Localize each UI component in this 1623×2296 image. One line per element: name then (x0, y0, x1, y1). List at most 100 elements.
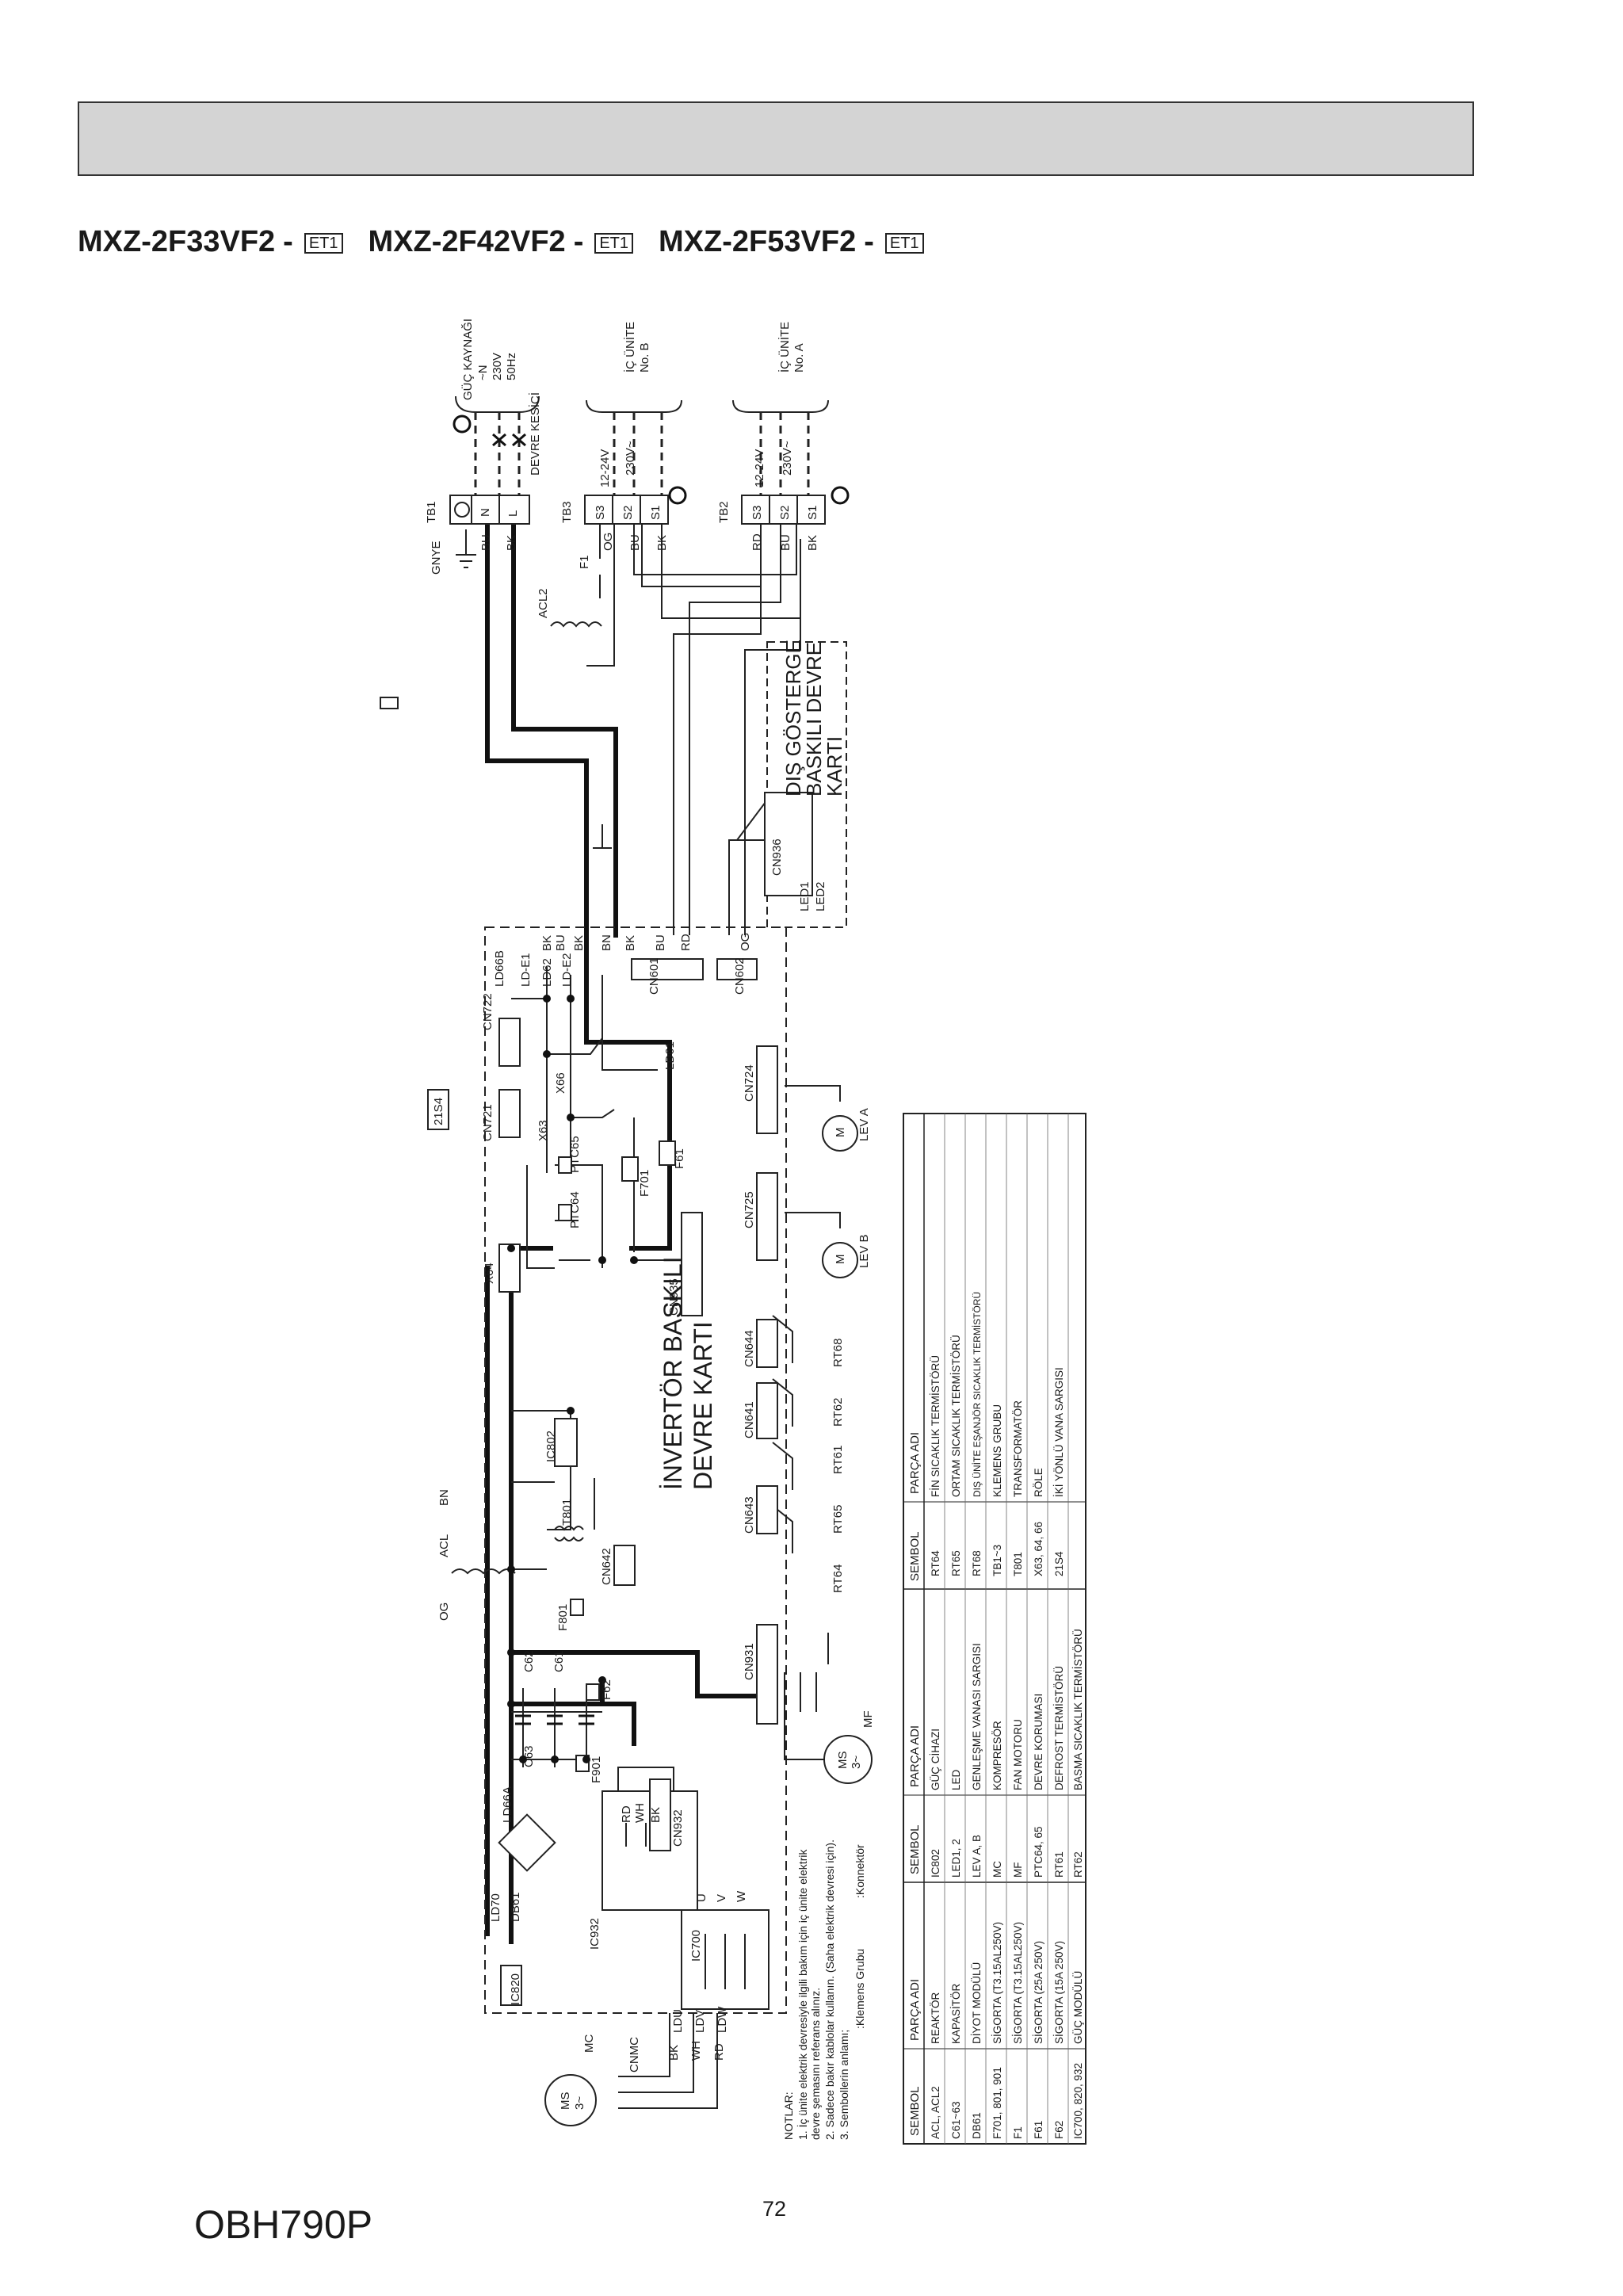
model-name: MXZ-2F33VF2 (78, 224, 276, 258)
ld66b-label: LD66B (493, 950, 506, 987)
svg-text:TRANSFORMATÖR: TRANSFORMATÖR (1012, 1400, 1024, 1497)
acl-label: ACL (437, 1534, 451, 1557)
cnmc-label: CNMC (628, 2037, 641, 2073)
wire-rd: RD (620, 1805, 633, 1823)
cn643-connector (756, 1485, 778, 1534)
cn936-connector (764, 792, 813, 896)
svg-text:İKİ YÖNLÜ VANA SARGISI: İKİ YÖNLÜ VANA SARGISI (1053, 1367, 1065, 1497)
ms-comp-phase: 3~ (573, 2096, 586, 2110)
cn722-connector (498, 1018, 521, 1067)
ld61-label: LD61 (663, 1041, 677, 1070)
note-2: 2. Sadece bakır kablolar kullanın. (Saha… (823, 1839, 836, 2140)
f701-fuse (621, 1156, 639, 1182)
svg-text:RÖLE: RÖLE (1033, 1468, 1044, 1497)
table-header: SEMBOL (908, 2086, 922, 2136)
pin-w: W (735, 1890, 748, 1902)
svg-text:DİYOT MODÜLÜ: DİYOT MODÜLÜ (971, 1962, 983, 2044)
svg-text:X63, 64, 66: X63, 64, 66 (1033, 1522, 1044, 1576)
parts-table: SEMBOL PARÇA ADI SEMBOL PARÇA ADI SEMBOL… (903, 1113, 1086, 2145)
model-title-line: MXZ-2F33VF2 - ET1 MXZ-2F42VF2 - ET1 MXZ-… (78, 224, 949, 259)
header-band (78, 101, 1474, 176)
table-header: PARÇA ADI (908, 1725, 922, 1787)
ic802-chip (554, 1418, 578, 1467)
wire-og: OG (739, 933, 752, 951)
svg-text:RT62: RT62 (1072, 1851, 1084, 1878)
db61-label: DB61 (509, 1892, 522, 1922)
svg-text:LED: LED (950, 1769, 962, 1790)
db61-bridge (498, 1813, 556, 1872)
21s4-coil (427, 1089, 449, 1130)
power-supply-label: GÜÇ KAYNAĞI (460, 319, 475, 400)
f801-label: F801 (556, 1604, 570, 1631)
inverter-components (380, 697, 813, 2006)
svg-text:SİGORTA (25A 250V): SİGORTA (25A 250V) (1033, 1941, 1044, 2044)
ac-label-a: 230V~ (781, 441, 794, 476)
cn642-label: CN642 (600, 1548, 613, 1585)
junction-dots (507, 995, 638, 1763)
m-label: M (834, 1128, 847, 1138)
wire-og: OG (601, 533, 615, 551)
tb3-s2: S2 (621, 506, 635, 520)
ldv-label: LDV (693, 2010, 707, 2033)
svg-text:21S4: 21S4 (1053, 1551, 1065, 1576)
tb2-label: TB2 (717, 501, 731, 523)
svg-text:IC802: IC802 (930, 1849, 941, 1878)
svg-text:BASMA SICAKLIK TERMİSTÖRÜ: BASMA SICAKLIK TERMİSTÖRÜ (1072, 1629, 1084, 1790)
ic820-chip (500, 1965, 522, 2006)
cn721-connector (498, 1089, 521, 1138)
ac-label-b: 230V~ (624, 441, 637, 476)
ld70-label: LD70 (489, 1893, 502, 1922)
ic932-label: IC932 (588, 1918, 601, 1950)
rt68-label: RT68 (831, 1339, 845, 1367)
svg-text:FAN MOTORU: FAN MOTORU (1012, 1719, 1024, 1790)
c63-label: C63 (522, 1745, 536, 1767)
svg-text:SİGORTA (T3.15AL250V): SİGORTA (T3.15AL250V) (991, 1922, 1003, 2044)
cn721-label: CN721 (481, 1104, 495, 1141)
tb1-n: N (479, 508, 492, 517)
wire-bk: BK (505, 535, 518, 551)
indoor-a-title: İÇ ÜNİTE (777, 322, 792, 372)
lev-b-label: LEV B (857, 1234, 871, 1268)
svg-text:DEFROST TERMİSTÖRÜ: DEFROST TERMİSTÖRÜ (1053, 1666, 1065, 1790)
svg-text:GENLEŞME VANASI SARGISI: GENLEŞME VANASI SARGISI (971, 1643, 983, 1790)
f801-fuse (570, 1599, 584, 1616)
wire-bk: BK (806, 535, 819, 551)
ms-fan-label: MS (836, 1752, 850, 1770)
svg-text:ACL, ACL2: ACL, ACL2 (930, 2086, 941, 2139)
note-1a: 1. İç ünite elektrik devresiyle ilgili b… (796, 1849, 809, 2140)
t801-label: T801 (560, 1499, 574, 1526)
wire-og: OG (437, 1603, 451, 1621)
display-board-title: BASKILI DEVRE (802, 642, 826, 797)
svg-text:RT65: RT65 (950, 1550, 962, 1576)
svg-text:SİGORTA (T3.15AL250V): SİGORTA (T3.15AL250V) (1012, 1922, 1024, 2044)
svg-text:FİN SICAKLIK TERMİSTÖRÜ: FİN SICAKLIK TERMİSTÖRÜ (930, 1355, 941, 1497)
wire-bk: BK (624, 935, 637, 951)
model-separator: - (573, 224, 584, 258)
rt62-label: RT62 (831, 1398, 845, 1427)
reactor-coils (451, 621, 602, 1575)
lev-a-label: LEV A (857, 1108, 871, 1141)
tb3-s3: S3 (594, 506, 607, 520)
inverter-board-title: DEVRE KARTI (689, 1321, 717, 1490)
indoor-a-number: No. A (792, 343, 806, 372)
motors (544, 1115, 873, 2126)
ms-fan-phase: 3~ (850, 1755, 863, 1769)
wire-rd: RD (750, 533, 764, 551)
tb2-s3: S3 (750, 506, 764, 520)
cn725-label: CN725 (743, 1191, 756, 1228)
model-separator: - (864, 224, 874, 258)
c61-label: C61 (552, 1650, 566, 1672)
model-name: MXZ-2F42VF2 (368, 224, 566, 258)
ic700-label: IC700 (689, 1930, 703, 1962)
svg-text:RT68: RT68 (971, 1550, 983, 1576)
ic820-label: IC820 (509, 1973, 522, 2005)
svg-text:PTC64, 65: PTC64, 65 (1033, 1826, 1044, 1878)
notes-title: NOTLAR: (782, 2092, 795, 2140)
svg-text:GÜÇ CİHAZI: GÜÇ CİHAZI (930, 1729, 941, 1790)
model-separator: - (283, 224, 293, 258)
svg-text:DIŞ ÜNİTE EŞANJÖR SICAKLIK TER: DIŞ ÜNİTE EŞANJÖR SICAKLIK TERMİSTÖRÜ (972, 1292, 983, 1497)
cn936-label: CN936 (770, 839, 784, 876)
